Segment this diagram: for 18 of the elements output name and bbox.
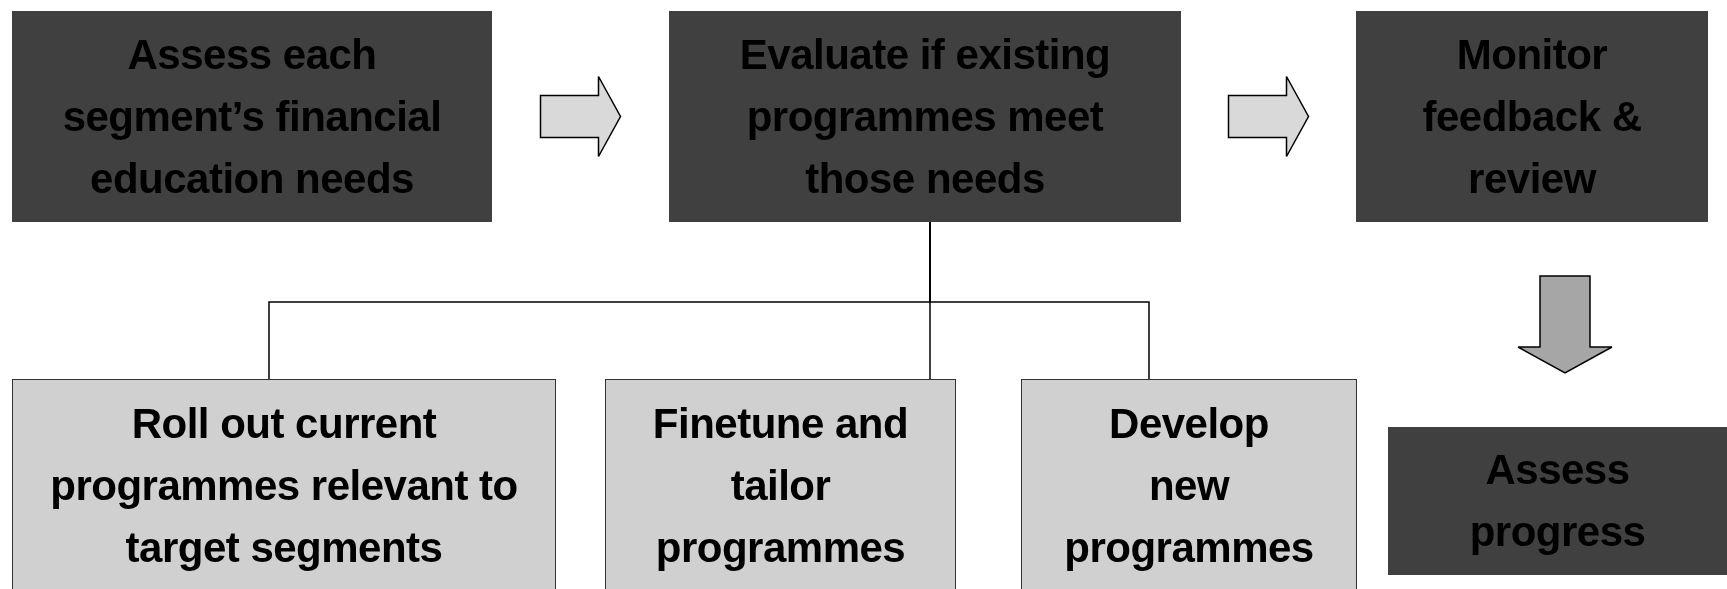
process-box (669, 11, 1181, 222)
block-arrow (1517, 275, 1613, 374)
box-label: Evaluate if existing programmes meet those needs (738, 29, 1112, 204)
process-box (12, 11, 492, 222)
process-box (605, 379, 956, 589)
box-label: Assess progress (1468, 445, 1647, 557)
process-box (1021, 379, 1357, 589)
process-box (12, 379, 556, 589)
box-label: Finetune and tailor programmes (651, 399, 910, 573)
block-arrow (539, 75, 622, 158)
box-label: Roll out current programmes relevant to target segments (49, 399, 519, 573)
process-box (1388, 427, 1727, 575)
process-box (1356, 11, 1708, 222)
box-label: Monitor feedback & review (1421, 29, 1643, 204)
connector-line (929, 221, 1150, 380)
box-label: Develop new programmes (1064, 399, 1314, 573)
box-label: Assess each segment’s financial education needs (61, 29, 443, 204)
block-arrow (1227, 75, 1310, 158)
